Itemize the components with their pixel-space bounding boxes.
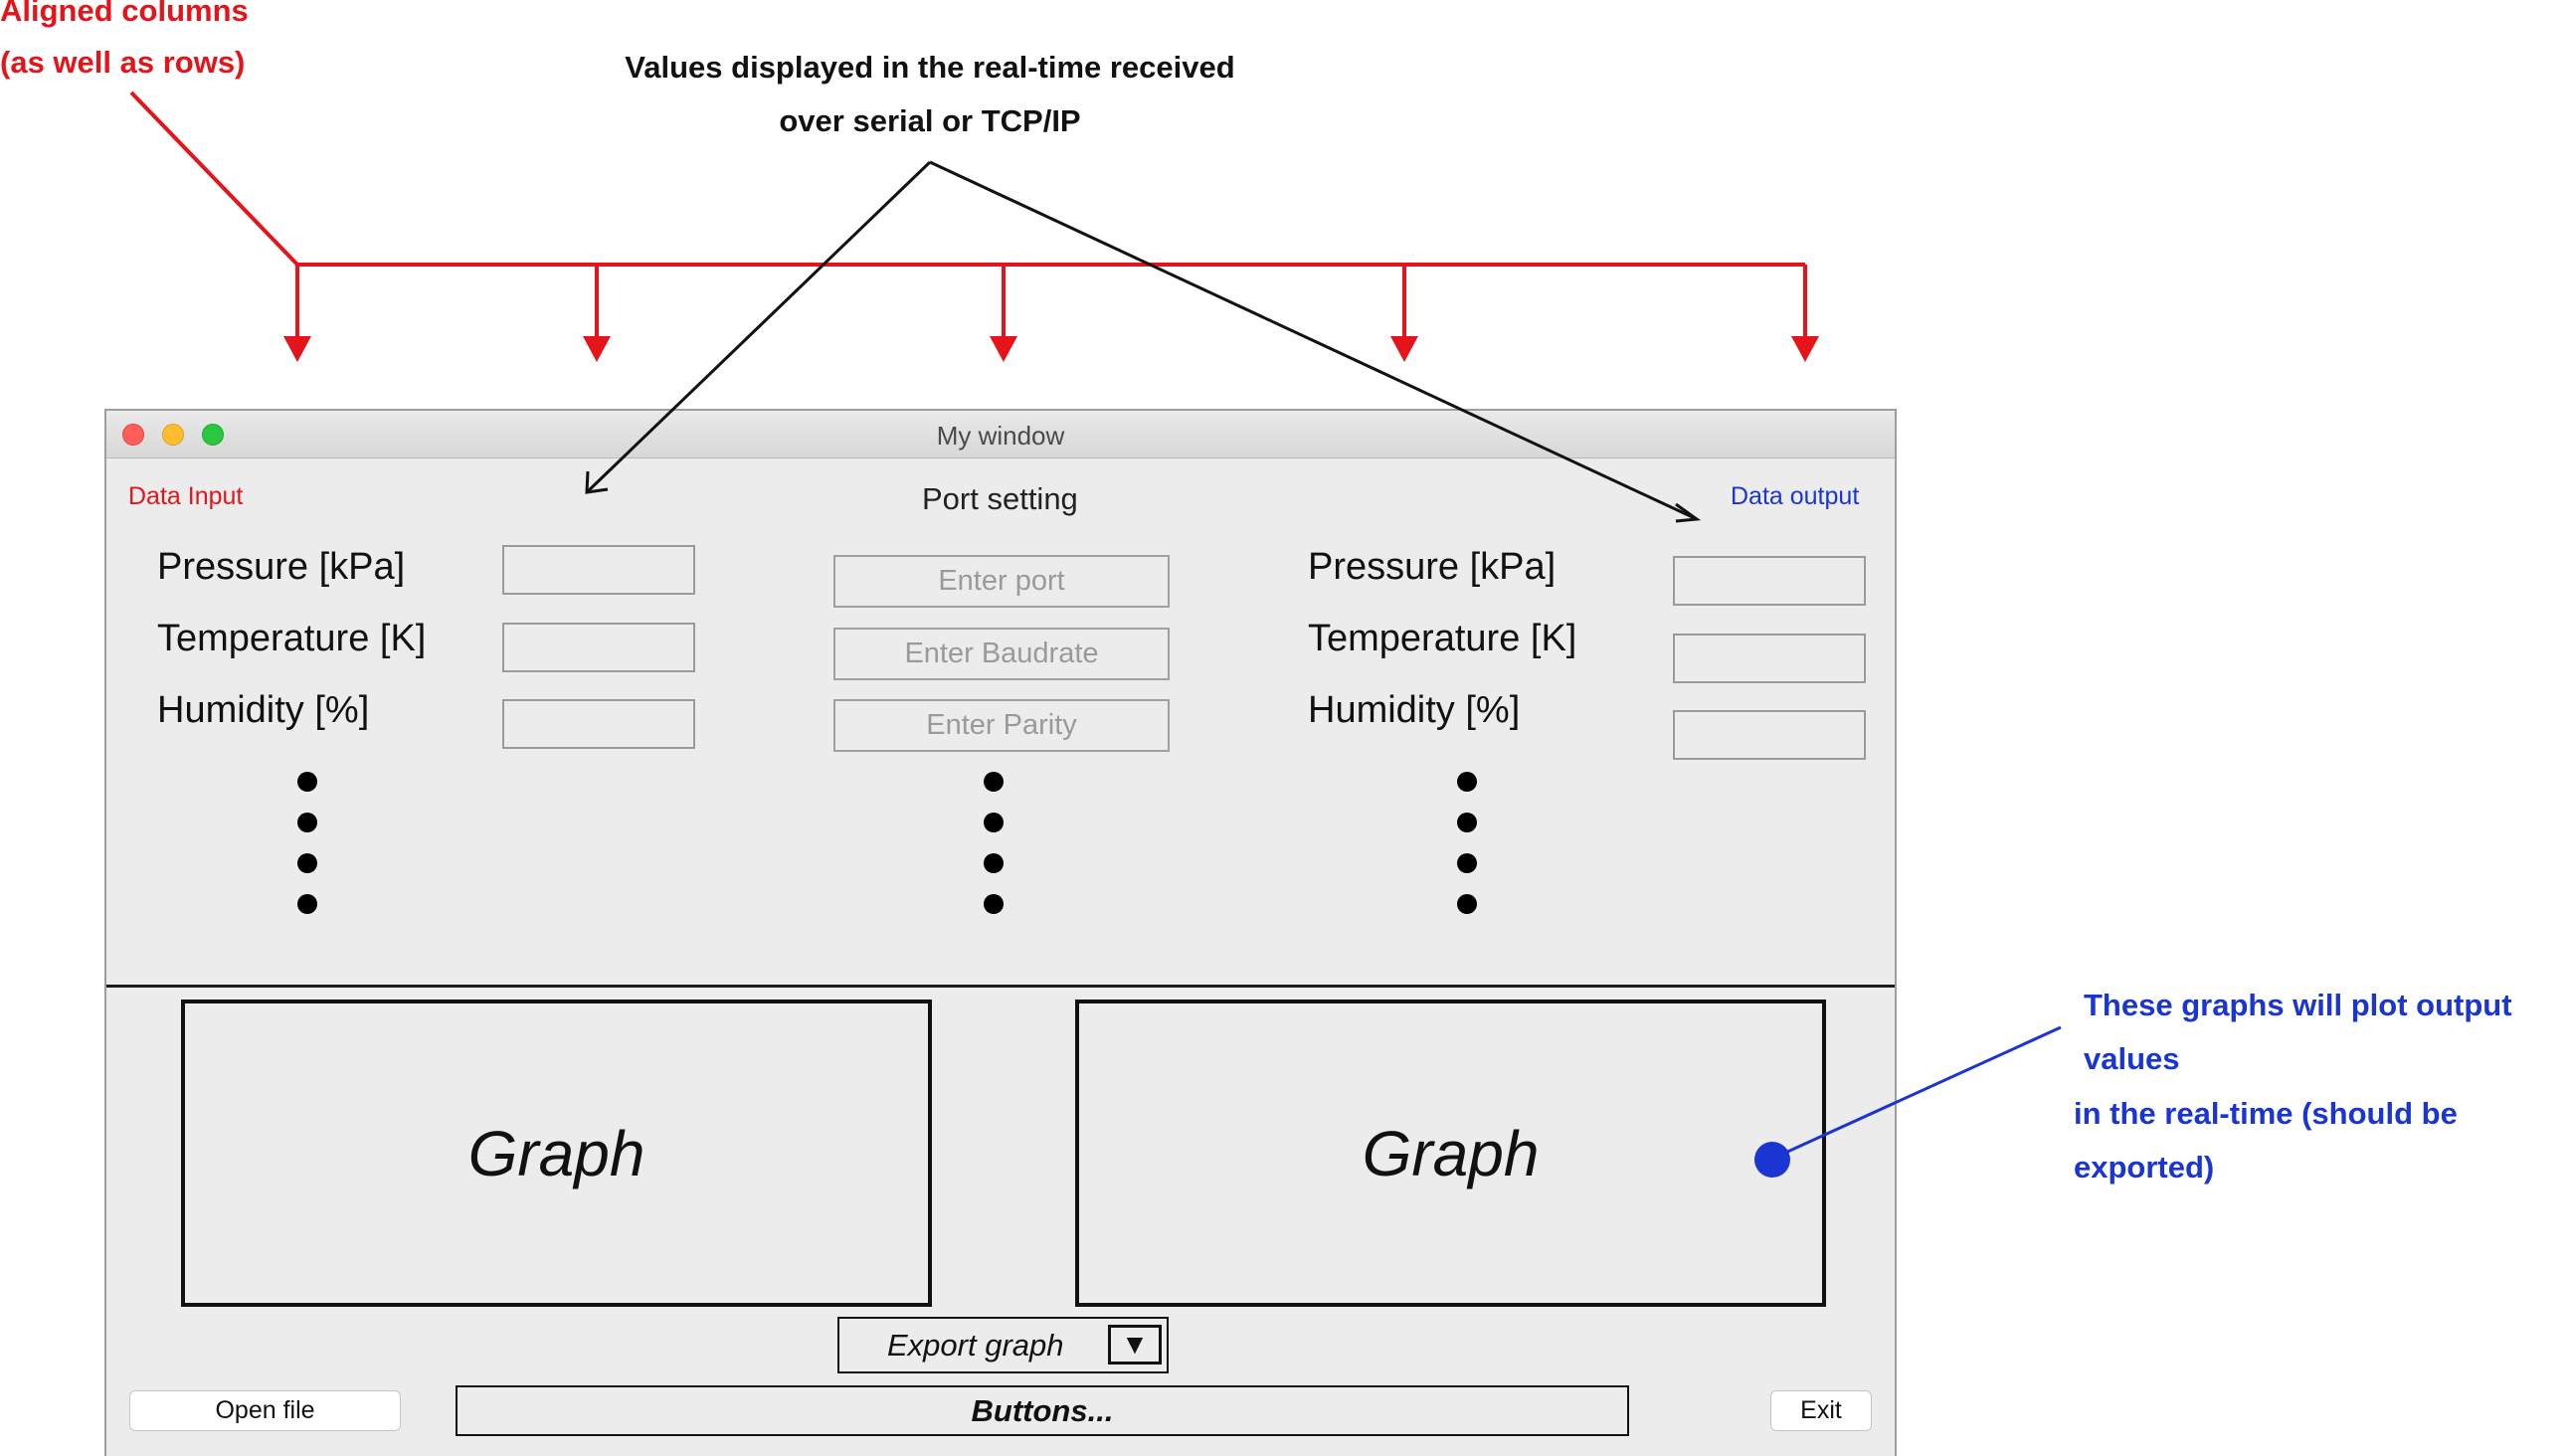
buttons-bar[interactable]: Buttons... (456, 1385, 1629, 1436)
arrowhead-2 (583, 336, 611, 362)
title-bar[interactable]: My window (106, 411, 1895, 458)
output-humidity-value[interactable] (1673, 710, 1866, 760)
dot (1457, 853, 1477, 873)
input-temperature-label: Temperature [K] (157, 618, 427, 659)
open-file-button[interactable]: Open file (129, 1390, 401, 1431)
annotation-values-displayed: Values displayed in the real-time receiv… (582, 50, 1278, 139)
annotation-values-line2: over serial or TCP/IP (779, 103, 1081, 138)
output-pressure-label: Pressure [kPa] (1308, 546, 1557, 588)
export-graph-dropdown[interactable]: Export graph ▼ (837, 1317, 1169, 1373)
arrowhead-3 (990, 336, 1017, 362)
annotation-values-line1: Values displayed in the real-time receiv… (625, 50, 1235, 85)
annotation-aligned-line2: (as well as rows) (0, 45, 246, 81)
graph-right[interactable]: Graph (1075, 1000, 1826, 1307)
annotation-graphs-line1: These graphs will plot output values (2084, 988, 2512, 1077)
output-temperature-label: Temperature [K] (1308, 618, 1577, 659)
export-graph-label: Export graph (887, 1328, 1064, 1363)
port-setting-label: Port setting (922, 481, 1078, 516)
port-input[interactable]: Enter port (833, 555, 1170, 608)
annotation-aligned-line1: Aligned columns (0, 0, 249, 28)
dot (984, 894, 1004, 914)
ellipsis-dots-icon (1457, 772, 1477, 914)
annotation-graphs-line2: in the real-time (should be exported) (2074, 1095, 2458, 1184)
output-pressure-value[interactable] (1673, 556, 1866, 606)
exit-button[interactable]: Exit (1770, 1390, 1872, 1431)
dot (1457, 813, 1477, 832)
input-temperature-value[interactable] (502, 623, 695, 672)
input-pressure-label: Pressure [kPa] (157, 546, 406, 588)
input-humidity-value[interactable] (502, 699, 695, 749)
dot (297, 853, 317, 873)
close-light-icon[interactable] (122, 424, 144, 446)
arrowhead-5 (1791, 336, 1819, 362)
data-input-label: Data Input (128, 482, 244, 510)
window-title: My window (936, 421, 1065, 451)
dot (297, 813, 317, 832)
zoom-light-icon[interactable] (202, 424, 224, 446)
input-humidity-label: Humidity [%] (157, 689, 370, 731)
dot (1457, 772, 1477, 792)
app-window: My window Data Input Port setting Data o… (104, 409, 1897, 1456)
dot (297, 772, 317, 792)
annotation-graphs-note: These graphs will plot output values in … (2074, 979, 2569, 1194)
annotation-aligned-columns: Aligned columns (as well as rows) (0, 0, 249, 80)
ellipsis-dots-icon (984, 772, 1004, 914)
dot (984, 772, 1004, 792)
dot (297, 894, 317, 914)
graph-left[interactable]: Graph (181, 1000, 932, 1307)
baudrate-input[interactable]: Enter Baudrate (833, 628, 1170, 680)
dot (1457, 894, 1477, 914)
output-temperature-value[interactable] (1673, 634, 1866, 683)
dropdown-arrow-icon[interactable]: ▼ (1108, 1325, 1162, 1365)
ellipsis-dots-icon (297, 772, 317, 914)
parity-input[interactable]: Enter Parity (833, 699, 1170, 752)
dot (984, 813, 1004, 832)
aligned-arrowheads (283, 336, 1819, 362)
section-divider (106, 985, 1895, 988)
input-pressure-value[interactable] (502, 545, 695, 595)
aligned-pointer-line (129, 91, 299, 267)
dot (984, 853, 1004, 873)
arrowhead-1 (283, 336, 311, 362)
arrowhead-4 (1390, 336, 1418, 362)
minimize-light-icon[interactable] (162, 424, 184, 446)
output-humidity-label: Humidity [%] (1308, 689, 1521, 731)
data-output-label: Data output (1731, 482, 1860, 510)
